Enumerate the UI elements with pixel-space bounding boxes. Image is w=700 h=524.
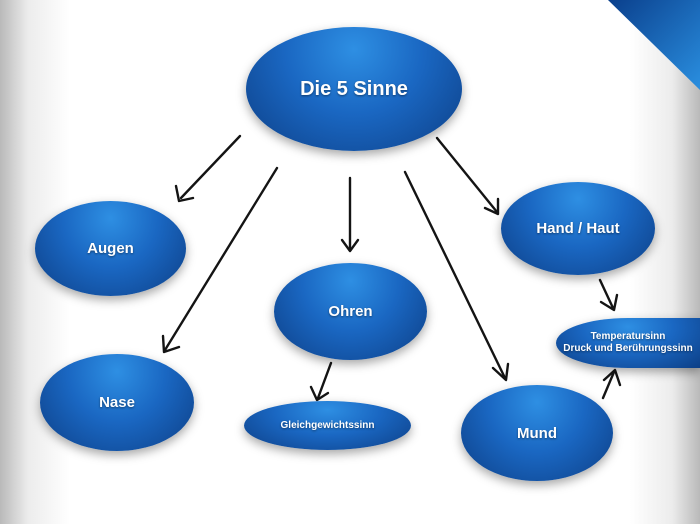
node-nase-label: Nase — [99, 394, 135, 411]
node-nase: Nase — [40, 354, 194, 451]
node-mund-label: Mund — [517, 424, 557, 442]
arrow-root-to-hand — [435, 136, 500, 216]
node-temperatur-line1: Temperatursinn — [590, 331, 666, 342]
node-hand-label: Hand / Haut — [536, 220, 620, 237]
node-hand: Hand / Haut — [501, 182, 655, 275]
arrow-hand-to-temperatur — [598, 278, 619, 312]
node-ohren: Ohren — [274, 263, 427, 360]
node-gleichgewicht-label: Gleichgewichtssinn — [280, 419, 375, 431]
arrow-root-to-nase — [161, 166, 279, 354]
arrow-mund-to-temperatur — [601, 368, 622, 400]
node-temperatur-text: Temperatursinn Druck und Berührungssinn — [563, 331, 692, 355]
node-root: Die 5 Sinne — [246, 27, 462, 151]
node-mund: Mund — [461, 385, 613, 481]
arrow-root-to-mund — [403, 170, 510, 382]
arrow-root-to-ohren — [340, 176, 360, 253]
node-augen: Augen — [35, 201, 186, 296]
node-ohren-label: Ohren — [328, 303, 373, 320]
node-root-label: Die 5 Sinne — [300, 77, 408, 100]
arrow-ohren-to-gleichgewicht — [309, 361, 333, 402]
arrow-root-to-augen — [174, 134, 242, 203]
node-temperatur-line2: Druck und Berührungssinn — [563, 343, 693, 354]
node-temperatur: Temperatursinn Druck und Berührungssinn — [556, 318, 700, 368]
node-augen-label: Augen — [87, 240, 134, 257]
node-gleichgewicht: Gleichgewichtssinn — [244, 401, 411, 450]
